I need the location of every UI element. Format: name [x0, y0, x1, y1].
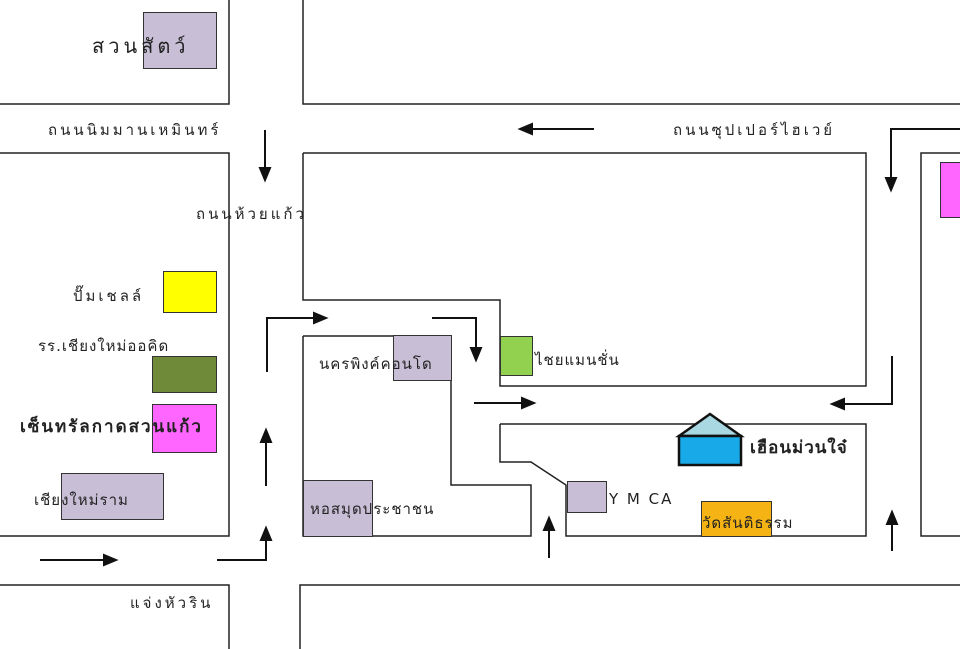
place-label-library: หอสมุดประชาชน: [310, 500, 435, 518]
zoo-marker: [143, 12, 217, 69]
road-label-hua-rin: แจ่งหัวริน: [130, 594, 214, 612]
chaiyamansion-marker: [500, 336, 533, 376]
place-label-chiangmai-ram: เชียงใหม่ราม: [34, 491, 129, 509]
arrow-up-ymca: [542, 515, 556, 558]
arrow-up-bottom-left: [217, 525, 273, 561]
house-icon: [675, 412, 745, 467]
arrow-left-superhighway: [517, 122, 594, 136]
kad-suan-kaew-marker: [152, 404, 217, 453]
block-temple-edge: [499, 423, 867, 537]
place-label-orchid-school: รร.เชียงใหม่ออคิด: [38, 337, 170, 355]
orchid-school-marker: [152, 356, 217, 393]
place-label-ymca: Y M CA: [609, 490, 674, 508]
library-marker: [303, 480, 373, 537]
block-right-edge: [920, 152, 960, 537]
arrow-down-nimman: [258, 130, 272, 183]
road-label-nimman: ถนนนิมมานเหมินทร์: [48, 121, 222, 139]
arrow-down-superhighway-right: [884, 128, 960, 193]
block-left-edge: [0, 152, 230, 537]
place-label-kad-suan-kaew: เซ็นทรัลกาดสวนแก้ว: [20, 417, 203, 437]
arrow-left-right-turn: [829, 356, 893, 411]
arrow-down-condo: [432, 317, 483, 363]
place-label-chaiyamansion: ไชยแมนชั่น: [535, 351, 620, 369]
place-label-shell: ปั๊มเชลล์: [73, 287, 145, 305]
shell-marker: [163, 271, 217, 313]
block-bottom-right-edge: [299, 584, 960, 649]
nakornping-condo-marker: [393, 335, 452, 381]
arrow-right-center: [474, 396, 537, 410]
right-edge-marker: [940, 162, 960, 218]
place-label-destination: เฮือนม่วนใจ๋: [750, 438, 848, 458]
road-label-huaykaew: ถนนห้วยแก้ว: [196, 205, 307, 223]
place-label-nakornping-condo: นครพิงค์คอนโด: [319, 355, 433, 373]
block-zoo-edge: [0, 0, 230, 105]
block-upper-center-edge: [302, 152, 867, 387]
arrow-up-left-road: [259, 427, 273, 486]
arrow-right-bottom: [40, 553, 119, 567]
arrow-up-right-turn: [266, 311, 329, 372]
place-label-zoo: สวนสัตว์: [92, 34, 190, 58]
ymca-marker: [567, 481, 607, 513]
road-label-superhighway: ถนนซุปเปอร์ไฮเวย์: [673, 121, 836, 139]
arrow-up-right-bottom: [885, 509, 899, 551]
place-label-wat-santitham: วัดสันติธรรม: [702, 514, 794, 532]
block-bottom-left-edge: [0, 584, 230, 649]
block-top-center-edge: [302, 0, 960, 105]
wat-santitham-marker: [701, 501, 772, 537]
chiangmai-ram-marker: [61, 473, 164, 520]
